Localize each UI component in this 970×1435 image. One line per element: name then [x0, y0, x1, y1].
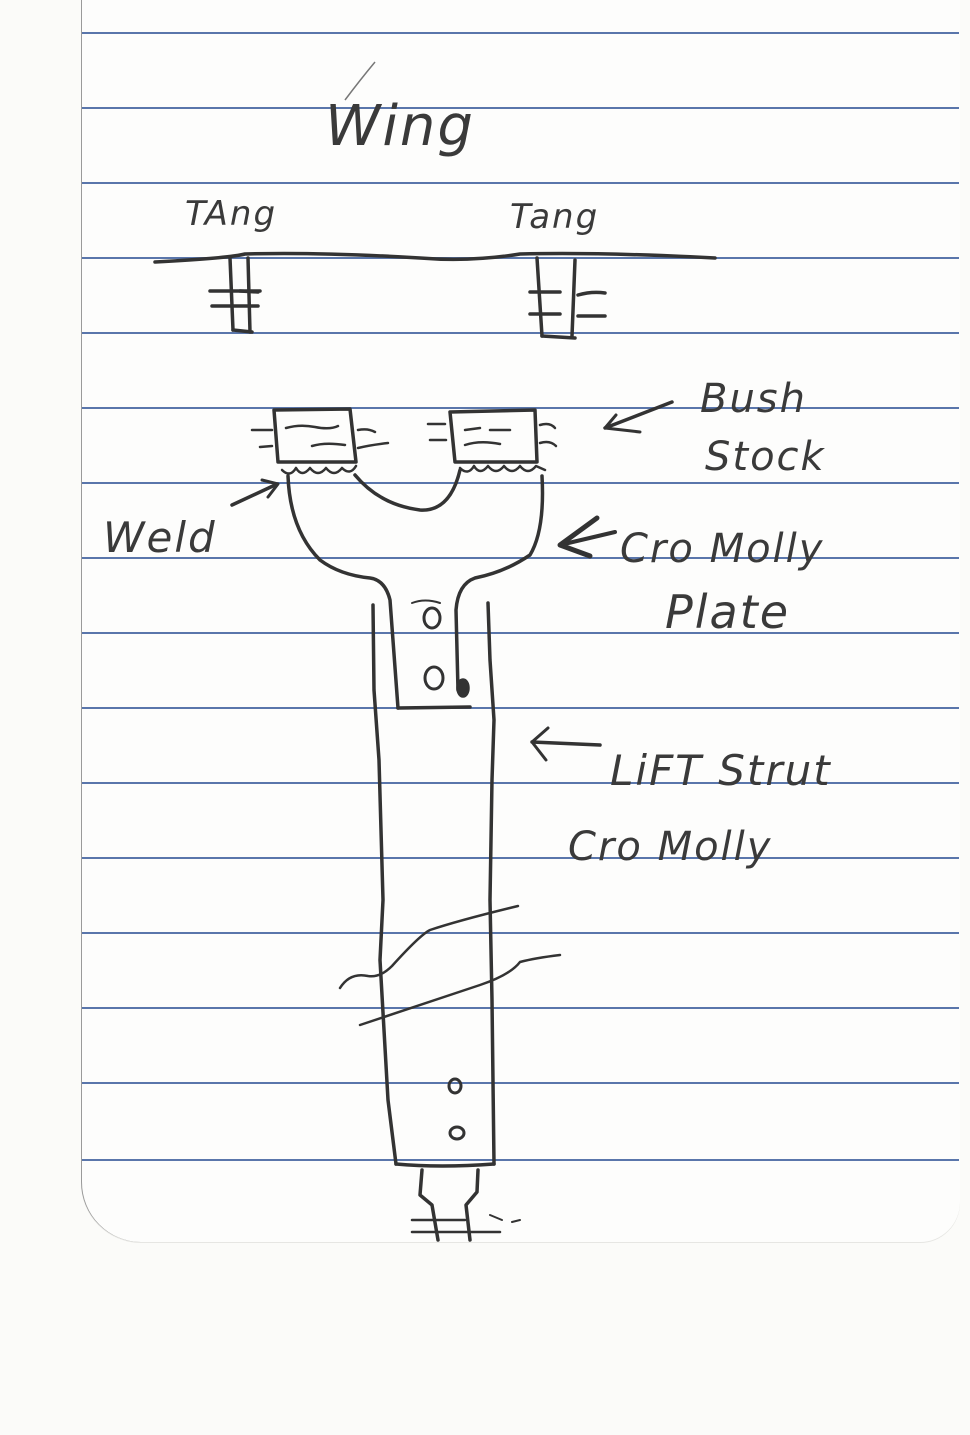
strut-arrow	[530, 726, 602, 762]
label-bush-stock-line2: Stock	[705, 434, 826, 480]
bush-stock-left	[250, 407, 390, 475]
weld-arrow	[230, 478, 280, 507]
bush-stock-right	[426, 408, 558, 473]
label-bush-stock-line1: Bush	[700, 376, 807, 422]
label-weld: Weld	[103, 513, 217, 562]
plate-arrowhead	[557, 515, 600, 559]
label-strut-line1: LiFT Strut	[610, 746, 832, 795]
label-plate-line1: Cro Molly	[620, 526, 824, 572]
rule-lines	[82, 32, 959, 1161]
bush-stock-arrow	[603, 400, 674, 434]
label-strut-line2: Cro Molly	[568, 824, 772, 870]
bottom-fitting	[410, 1168, 521, 1242]
label-plate-line2: Plate	[665, 585, 790, 639]
wing-line	[153, 251, 717, 264]
lift-strut	[338, 601, 562, 1168]
title-wing: Wing	[325, 94, 475, 159]
plate-arrow	[558, 530, 617, 547]
pen-stroke-decor	[344, 61, 376, 101]
tang-right-bracket	[528, 256, 607, 340]
cro-molly-plate	[286, 468, 545, 710]
tang-left-bracket	[208, 256, 262, 334]
notebook-paper	[81, 0, 960, 1242]
label-tang-right: Tang	[510, 197, 599, 237]
label-tang-left: TAng	[185, 194, 277, 234]
